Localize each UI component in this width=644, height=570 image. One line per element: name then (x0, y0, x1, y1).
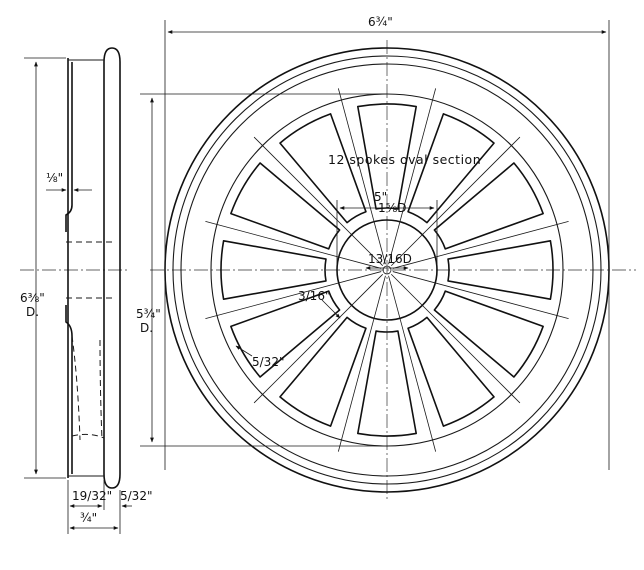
spoke-center-lines (205, 88, 569, 452)
spoke-window (220, 240, 327, 300)
hub-diameter-top: 5" (374, 190, 387, 204)
hub-length-label: 19/32" (72, 489, 112, 503)
spoke-center-line (390, 136, 521, 267)
rim-thickness-label: ⅛" (46, 171, 63, 185)
rim-ring-3 (180, 63, 594, 477)
rim-flange (103, 47, 121, 489)
spoke-center-line (390, 273, 521, 404)
spoke-window (230, 162, 341, 250)
spoke-window (279, 113, 367, 224)
spoke-center-line (253, 136, 384, 267)
rim-diameter-suffix: D. (26, 305, 39, 319)
spoke-center-line (392, 220, 569, 269)
spoke-window (230, 290, 341, 378)
spoke-root-label: 5/32" (252, 355, 284, 369)
spokes-group (220, 103, 554, 437)
spoke-window (279, 316, 367, 427)
spoke-width-leader (321, 299, 341, 319)
spoke-window (357, 330, 417, 437)
spoke-center-line (205, 220, 382, 269)
total-width-label: ¾" (80, 511, 97, 525)
inner-diameter-label: 5¾" (136, 307, 161, 321)
spoke-center-line (337, 275, 386, 452)
front-view (140, 20, 636, 500)
spoke-center-line (253, 273, 384, 404)
spoke-hidden-1 (71, 335, 81, 441)
spoke-center-line (388, 275, 437, 452)
spoke-hidden-3 (71, 433, 105, 439)
spokes-note: 12 spokes oval section (328, 152, 481, 167)
spoke-width-label: 3/16" (298, 289, 330, 303)
spoke-window (407, 316, 495, 427)
spoke-window (447, 240, 554, 300)
rim-ring-2 (172, 55, 602, 485)
overall-diameter-label: 6¾" (368, 15, 393, 29)
bore-center (382, 265, 392, 275)
rim-inner-left-upper (65, 62, 73, 232)
spoke-center-line (205, 271, 382, 320)
rim-diameter-label: 6⅜" (20, 291, 45, 305)
spoke-window (433, 290, 544, 378)
flange-thickness-label: 5/32" (120, 489, 152, 503)
spoke-center-line (388, 88, 437, 265)
inner-diameter-suffix: D. (140, 321, 153, 335)
spoke-center-line (337, 88, 386, 265)
hub-diameter-label: 1⅝D. (378, 201, 410, 215)
spoke-root-leader (235, 345, 253, 357)
spoke-window (407, 113, 495, 224)
spoke-center-line (392, 271, 569, 320)
spoke-hidden-2 (99, 339, 103, 441)
side-view (20, 47, 132, 534)
bore-diameter-label: 13/16D (368, 252, 412, 266)
rim-inner-left-lower (65, 305, 73, 474)
spoke-window (433, 162, 544, 250)
